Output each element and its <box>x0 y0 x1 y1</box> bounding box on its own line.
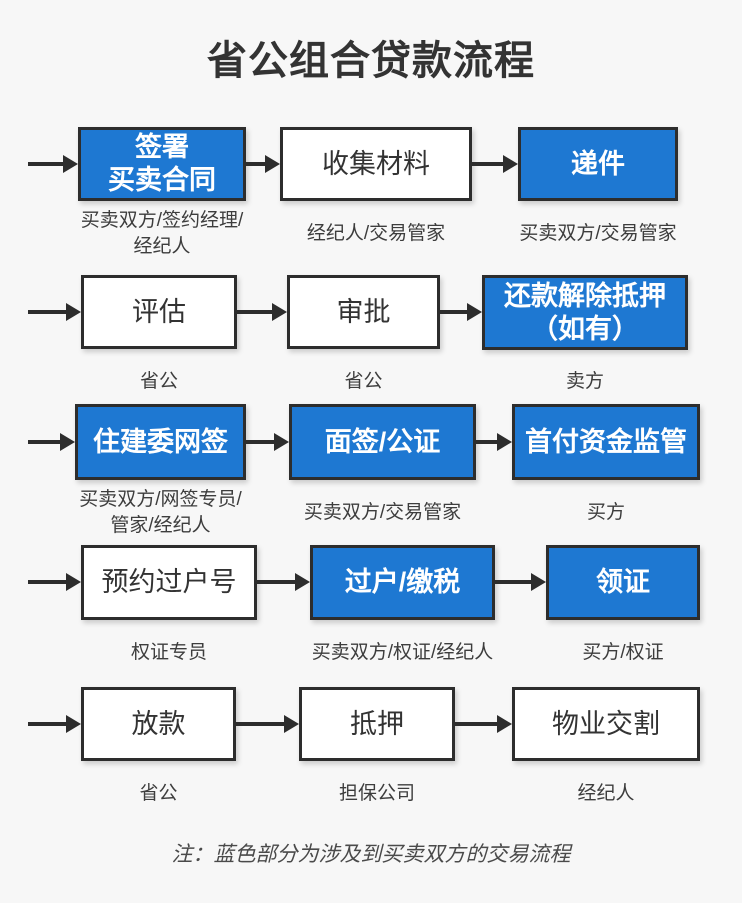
node-text-line: 物业交割 <box>552 708 660 739</box>
node-appraisal: 评估 <box>81 275 237 349</box>
arrow-right-icon <box>28 715 81 733</box>
actor-label-line: 买卖双方/交易管家 <box>519 223 677 244</box>
actor-label-line: 经纪人 <box>577 783 635 804</box>
arrow-right-icon <box>237 303 287 321</box>
actor-appraisal: 省公 <box>41 355 277 409</box>
actor-label-line: 管家/经纪人 <box>110 515 211 536</box>
node-loan-disbursement: 放款 <box>81 687 236 761</box>
arrow-right-icon <box>246 433 289 451</box>
node-receive-certificate: 领证 <box>546 545 700 620</box>
actor-label-line: 买卖双方/签约经理/ <box>80 210 244 231</box>
footnote: 注：蓝色部分为涉及到买卖双方的交易流程 <box>171 843 571 866</box>
node-reserve-transfer-number: 预约过户号 <box>81 545 257 620</box>
node-text-line: 签署 <box>135 132 189 162</box>
actor-transfer-and-tax: 买卖双方/权证/经纪人 <box>260 626 545 680</box>
node-property-handover: 物业交割 <box>512 687 700 761</box>
node-sign-sale-contract: 签署 买卖合同 <box>78 127 246 201</box>
actor-collect-materials: 经纪人/交易管家 <box>250 207 502 261</box>
arrow-right-icon <box>455 715 512 733</box>
arrow-right-icon <box>236 715 299 733</box>
node-mortgage-registration: 抵押 <box>299 687 455 761</box>
actor-label-line: 买卖双方/权证/经纪人 <box>311 642 494 663</box>
actor-reserve-transfer-number: 权证专员 <box>49 626 289 680</box>
node-transfer-and-tax: 过户/缴税 <box>310 545 495 620</box>
arrow-right-icon <box>476 433 512 451</box>
actor-label-line: 经纪人/交易管家 <box>306 223 446 244</box>
actor-label-line: 权证专员 <box>130 642 207 663</box>
actor-repay-release-mortgage: 卖方 <box>455 355 715 409</box>
node-text-line: 放款 <box>131 708 186 739</box>
actor-loan-disbursement: 省公 <box>41 767 276 821</box>
actor-label-line: 买卖双方/网签专员/ <box>79 489 242 510</box>
arrow-right-icon <box>28 433 75 451</box>
actor-receive-certificate: 买方/权证 <box>486 626 742 680</box>
arrow-right-icon <box>257 573 310 591</box>
arrow-right-icon <box>28 573 81 591</box>
actor-approval: 省公 <box>247 355 480 409</box>
arrow-right-icon <box>28 155 78 173</box>
node-text-line: 住建委网签 <box>93 426 228 457</box>
node-text-line: 面签/公证 <box>324 426 441 457</box>
arrow-right-icon <box>28 303 81 321</box>
arrow-right-icon <box>472 155 518 173</box>
actor-label-line: 省公 <box>139 783 178 804</box>
actor-label-line: 担保公司 <box>338 783 415 804</box>
node-repay-release-mortgage: 还款解除抵押 （如有） <box>482 275 688 350</box>
node-text-line: 首付资金监管 <box>525 426 687 457</box>
actor-label-line: 买方/权证 <box>582 642 664 663</box>
arrow-right-icon <box>495 573 546 591</box>
actor-label-line: 卖方 <box>565 371 604 392</box>
actor-label-line: 省公 <box>139 371 178 392</box>
node-text-line: 预约过户号 <box>101 567 237 597</box>
node-downpayment-fund-escrow: 首付资金监管 <box>512 404 700 480</box>
node-submit-documents: 递件 <box>518 127 678 201</box>
actor-label-line: 省公 <box>344 371 383 392</box>
arrow-right-icon <box>246 155 280 173</box>
actor-housing-committee-online-signing: 买卖双方/网签专员/ 管家/经纪人 <box>25 486 296 540</box>
actor-downpayment-fund-escrow: 买方 <box>472 486 740 540</box>
node-text-line: 还款解除抵押 <box>504 280 666 311</box>
node-text-line: 抵押 <box>350 708 404 739</box>
node-approval: 审批 <box>287 275 440 349</box>
node-collect-materials: 收集材料 <box>280 127 472 201</box>
node-housing-committee-online-signing: 住建委网签 <box>75 404 246 480</box>
actor-interview-notarization: 买卖双方/交易管家 <box>252 486 513 540</box>
node-text-line: 过户/缴税 <box>344 567 461 597</box>
node-text-line: 评估 <box>132 296 186 327</box>
node-text-line: 审批 <box>336 296 391 327</box>
page-title: 省公组合贷款流程 <box>207 39 535 83</box>
node-text-line: 收集材料 <box>322 148 430 179</box>
node-text-line: 领证 <box>596 567 650 597</box>
node-interview-notarization: 面签/公证 <box>289 404 476 480</box>
actor-label-line: 买方 <box>586 502 625 523</box>
actor-mortgage-registration: 担保公司 <box>245 767 509 821</box>
node-text-line: 买卖合同 <box>108 165 216 195</box>
actor-property-handover: 经纪人 <box>472 767 740 821</box>
arrow-right-icon <box>440 303 482 321</box>
actor-submit-documents: 买卖双方/交易管家 <box>468 207 728 261</box>
node-text-line: （如有） <box>531 313 639 344</box>
actor-label-line: 经纪人 <box>133 236 191 257</box>
node-text-line: 递件 <box>571 148 625 179</box>
actor-label-line: 买卖双方/交易管家 <box>303 502 462 523</box>
actor-sign-sale-contract: 买卖双方/签约经理/ 经纪人 <box>28 207 296 261</box>
